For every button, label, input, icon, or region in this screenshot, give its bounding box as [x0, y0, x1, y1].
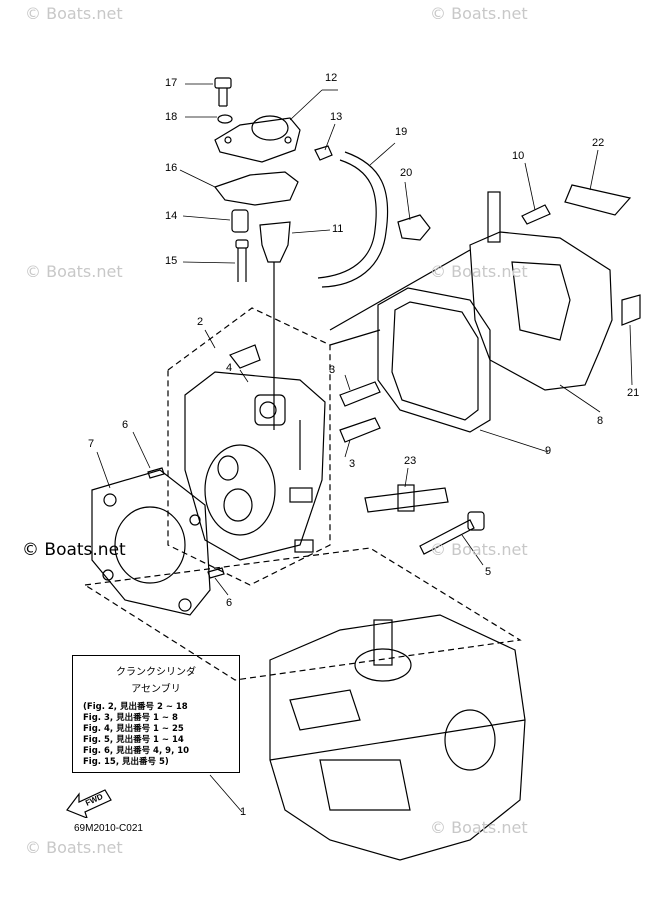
infobox-title-line1: クランクシリンダ	[116, 667, 196, 678]
bolt-15-drawing	[235, 239, 249, 282]
document-code: 69M2010-C021	[74, 823, 143, 834]
gasket-9-drawing	[377, 287, 491, 433]
leader-lines	[96, 83, 633, 813]
washer-18-drawing	[217, 114, 233, 124]
callout-19: 19	[395, 126, 408, 138]
callout-22: 22	[592, 137, 605, 149]
watermark: © Boats.net	[22, 540, 126, 560]
pin-6-lower-drawing	[207, 567, 225, 579]
infobox-line: Fig. 4, 見出番号 1 ~ 25	[83, 724, 184, 734]
infobox-title-line2: アセンブリ	[131, 684, 181, 695]
watermark: © Boats.net	[25, 838, 123, 857]
callout-6-lower: 6	[226, 597, 233, 609]
assembly-info-box: クランクシリンダ アセンブリ (Fig. 2, 見出番号 2 ~ 18 Fig.…	[72, 655, 240, 773]
watermark: © Boats.net	[25, 262, 123, 281]
callout-12: 12	[325, 72, 338, 84]
bolt-10-drawing	[521, 204, 551, 225]
infobox-line: Fig. 3, 見出番号 1 ~ 8	[83, 713, 178, 723]
callout-15: 15	[165, 255, 178, 267]
callout-3-lower: 3	[349, 458, 356, 470]
callout-23: 23	[404, 455, 417, 467]
infobox-line: Fig. 5, 見出番号 1 ~ 14	[83, 735, 184, 745]
watermark: © Boats.net	[430, 262, 528, 281]
infobox-line: Fig. 15, 見出番号 5)	[83, 757, 169, 767]
infobox-line: Fig. 6, 見出番号 4, 9, 10	[83, 746, 190, 756]
crankcase-dashed-box	[83, 547, 522, 681]
plug-3-drawings	[339, 381, 381, 443]
callout-20: 20	[400, 167, 413, 179]
thermostat-11-drawing	[259, 221, 291, 263]
callout-3-upper: 3	[329, 364, 336, 376]
watermark: © Boats.net	[430, 4, 528, 23]
gasket-16-drawing	[214, 171, 299, 206]
callout-5: 5	[485, 566, 492, 578]
cylinder-head-drawing	[184, 344, 326, 561]
plate-22-drawing	[564, 184, 632, 216]
infobox-reference-lines: (Fig. 2, 見出番号 2 ~ 18 Fig. 3, 見出番号 1 ~ 8 …	[83, 702, 239, 768]
watermark: © Boats.net	[430, 540, 528, 559]
callout-17: 17	[165, 77, 178, 89]
callout-7: 7	[88, 438, 95, 450]
watermark: © Boats.net	[430, 818, 528, 837]
plate-21-drawing	[621, 294, 641, 326]
watermark: © Boats.net	[25, 4, 123, 23]
callout-14: 14	[165, 210, 178, 222]
callout-11: 11	[332, 223, 344, 235]
callout-9: 9	[545, 445, 552, 457]
clip-20-drawing	[397, 214, 431, 241]
crankcase-drawing	[269, 614, 526, 861]
collar-14-drawing	[231, 209, 249, 233]
callout-18: 18	[165, 111, 178, 123]
nipple-13-drawing	[314, 145, 333, 161]
callout-4: 4	[226, 362, 233, 374]
spark-plug-23-drawing	[364, 484, 449, 513]
head-gasket-7-drawing	[91, 469, 211, 616]
infobox-line: (Fig. 2, 見出番号 2 ~ 18	[83, 702, 188, 712]
bolt-5-drawing	[419, 511, 485, 555]
cylinder-head-dashed-box	[167, 307, 331, 586]
callout-10: 10	[512, 150, 525, 162]
exhaust-cover-8-drawing	[469, 191, 613, 391]
callout-1: 1	[240, 806, 247, 818]
bolt-17-drawing	[214, 77, 232, 107]
callout-21: 21	[627, 387, 640, 399]
pin-6-upper-drawing	[147, 467, 165, 479]
callout-6-upper: 6	[122, 419, 129, 431]
callout-13: 13	[330, 111, 343, 123]
callout-2: 2	[197, 316, 204, 328]
fwd-arrow-icon: FWD	[66, 789, 112, 818]
thermostat-cover-drawing	[214, 115, 301, 163]
callout-8: 8	[597, 415, 604, 427]
callout-16: 16	[165, 162, 178, 174]
hose-19-drawing	[317, 151, 389, 288]
